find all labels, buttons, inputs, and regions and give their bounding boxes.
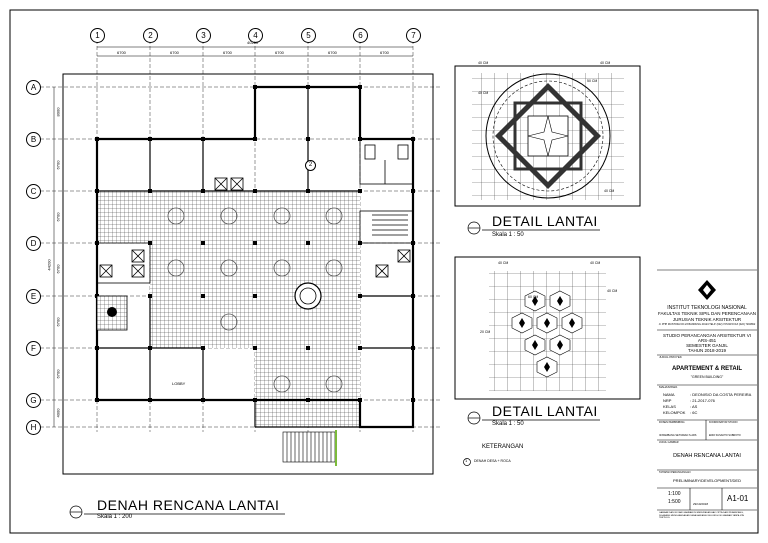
row-dim: 6700 xyxy=(55,264,61,274)
row-dim: 6700 xyxy=(55,369,61,379)
detail-top-scale: Skala 1 : 50 xyxy=(492,232,524,238)
tb-project: APARTEMENT & RETAIL xyxy=(671,366,743,372)
tb-phase-label: TAHAPAN PERANCANGAN xyxy=(659,471,691,474)
col-dim: 6700 xyxy=(328,50,337,55)
tb-student-label: MAHASISWA xyxy=(659,385,678,389)
col-dim: 6700 xyxy=(170,50,179,55)
grid-bubble-row-b: B xyxy=(26,132,41,147)
tb-name-label: NAMA xyxy=(663,392,675,397)
detail-floor-bottom xyxy=(454,256,641,400)
detail-dim: 40 CM xyxy=(498,261,509,265)
total-dim: 40200 xyxy=(247,40,259,45)
grid-bubble-col-2: 2 xyxy=(143,28,158,43)
tb-theme: "GREEN BUILDING" xyxy=(690,375,724,379)
tb-date: 29/10/2018 xyxy=(693,502,709,506)
row-dim: 6700 xyxy=(55,317,61,327)
main-plan-scale: Skala 1 : 200 xyxy=(97,514,133,520)
tb-scale-1: 1:100 xyxy=(668,491,681,497)
detail-bottom-title: DETAIL LANTAI xyxy=(492,403,598,419)
tb-faculty: FAKULTAS TEKNIK SIPIL DAN PERENCANAAN xyxy=(657,311,757,316)
row-dim: 8000 xyxy=(55,107,61,117)
tb-nrp: : 21-2017-076 xyxy=(690,398,715,403)
grid-bubble-row-h: H xyxy=(26,420,41,435)
grid-bubble-row-g: G xyxy=(26,393,41,408)
grid-bubble-col-4: 4 xyxy=(248,28,263,43)
main-plan-title: DENAH RENCANA LANTAI xyxy=(97,497,280,513)
col-dim: 6700 xyxy=(117,50,126,55)
detail-floor-top xyxy=(454,65,641,207)
col-dim: 6700 xyxy=(275,50,284,55)
tb-code: ARS-451 xyxy=(697,338,717,343)
detail-dim: 40 CM xyxy=(590,261,601,265)
grid-bubble-col-1: 1 xyxy=(90,28,105,43)
detail-dim: 40 CM xyxy=(600,61,611,65)
tb-year: TAHUN 2018-2019 xyxy=(688,348,726,353)
tb-department: JURUSAN TEKNIK ARSITEKTUR xyxy=(672,317,742,322)
tb-nrp-label: NRP xyxy=(663,398,672,403)
tb-kelas: : AS xyxy=(690,404,698,409)
legend-item-number: 1 xyxy=(465,458,468,463)
legend-heading: KETERANGAN xyxy=(482,444,524,450)
tb-sheet-label: JUDUL GAMBAR xyxy=(659,441,679,444)
grid-bubble-col-3: 3 xyxy=(196,28,211,43)
col-dim: 6700 xyxy=(223,50,232,55)
tb-project-label: JUDUL PROYEK xyxy=(659,355,682,359)
detail-dim: 40 CM xyxy=(607,289,618,293)
legend-item-text: DENAH DESA + ROCA xyxy=(474,459,511,463)
tb-semester: SEMESTER GANJIL xyxy=(686,343,728,348)
tb-studio: STUDIO PERANCANGAN ARSITEKTUR VI xyxy=(662,333,751,338)
detail-dim: 40 CM xyxy=(478,91,489,95)
detail-dim: 50 CM xyxy=(587,79,598,83)
grid-bubble-col-7: 7 xyxy=(406,28,421,43)
main-floor-plan xyxy=(40,40,440,475)
detail-dim: 60 CM xyxy=(528,295,539,299)
grid-bubble-col-6: 6 xyxy=(353,28,368,43)
grid-bubble-row-d: D xyxy=(26,236,41,251)
itenas-logo xyxy=(698,280,716,300)
detail-dim: 40 CM xyxy=(478,61,489,65)
tb-institution: INSTITUT TEKNOLOGI NASIONAL xyxy=(667,305,747,311)
detail-dim: 40 CM xyxy=(604,189,615,193)
tb-kelompok-label: KELOMPOK xyxy=(663,410,686,415)
grid-bubble-row-e: E xyxy=(26,289,41,304)
tb-sheet-title: DENAH RENCANA LANTAI xyxy=(673,453,741,459)
detail-dim: 20 CM xyxy=(480,330,491,334)
tb-lecturer-label: DOSEN PEMBIMBING xyxy=(659,421,685,424)
grid-bubble-col-5: 5 xyxy=(301,28,316,43)
row-dim: 6700 xyxy=(55,160,61,170)
col-dim: 6700 xyxy=(380,50,389,55)
tb-lecturer: IR.BAMBANG SETIAWAN S.ARS xyxy=(659,434,697,437)
grid-bubble-row-a: A xyxy=(26,80,41,95)
tb-sheet-number: A1-01 xyxy=(727,494,749,503)
tb-coord-label: KOORDINATOR STUDIO xyxy=(709,421,738,424)
tb-name: : DEONISIO DA COSTA PEREIRA xyxy=(690,392,752,397)
tb-scale-2: 1:500 xyxy=(668,499,681,505)
tb-phase: PRELIMINARY/DEVELOPMENT/DED xyxy=(673,478,741,483)
tb-kelompok: : 6C xyxy=(690,410,698,415)
detail-bottom-scale: Skala 1 : 50 xyxy=(492,421,524,427)
tb-address: Jl. PHH MUSTOFA NO.23 BANDUNG 40124 TELP… xyxy=(658,323,756,326)
total-row-dim: 44200 xyxy=(46,259,52,271)
room-label: LOBBY xyxy=(172,381,186,386)
row-dim: 4000 xyxy=(55,408,61,418)
grid-bubble-row-f: F xyxy=(26,341,41,356)
row-dim: 6700 xyxy=(55,212,61,222)
grid-bubble-row-c: C xyxy=(26,184,41,199)
tb-disclaimer: GAMBAR DAN ISI DARI GAMBAR INI MERUPAKAN… xyxy=(659,512,745,520)
tb-coord: EDDI SUSANTO SUBROTO xyxy=(709,434,741,437)
tb-kelas-label: KELAS xyxy=(663,404,676,409)
section-marker: 2 xyxy=(305,160,316,171)
detail-top-title: DETAIL LANTAI xyxy=(492,213,598,229)
